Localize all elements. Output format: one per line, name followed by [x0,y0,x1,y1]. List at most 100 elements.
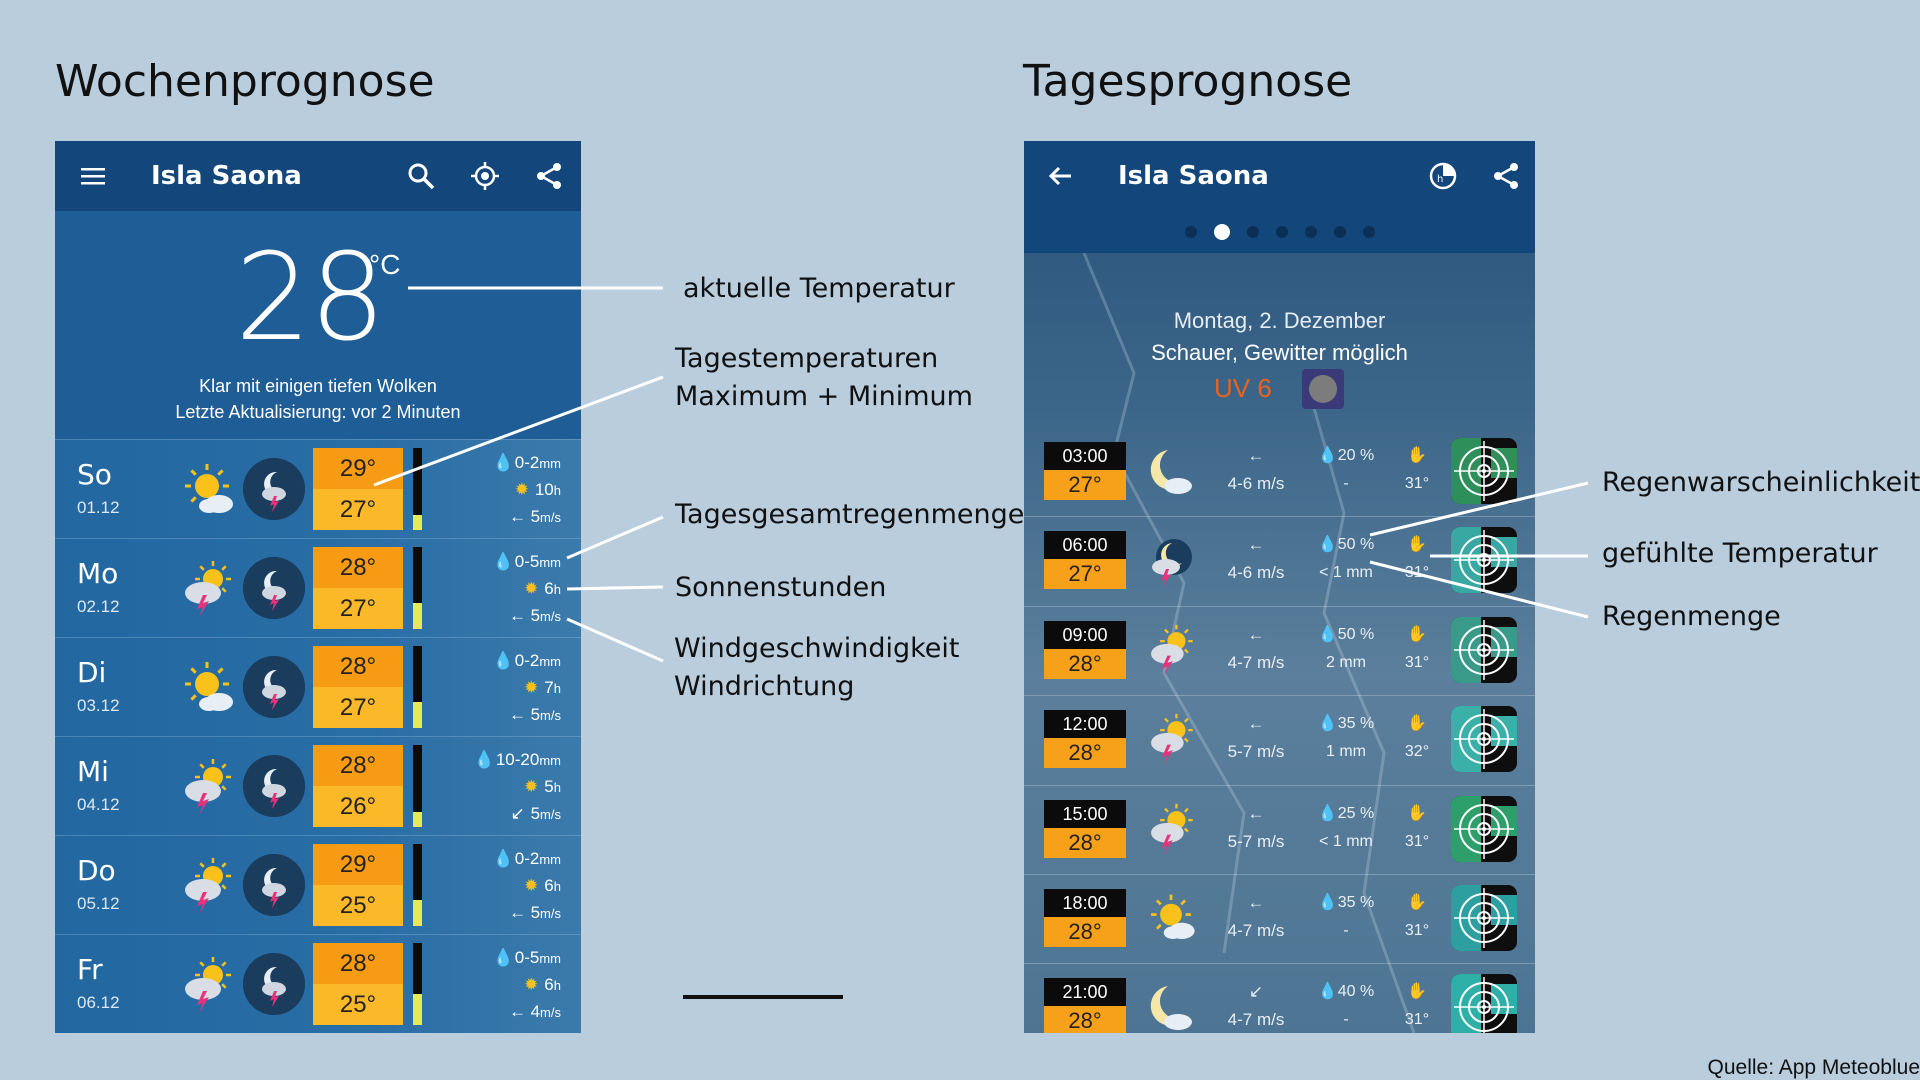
rain-value: 10-20 [495,750,540,769]
radar-icon[interactable] [1451,616,1517,683]
day-stats: 💧0-2mm ✹10h ←5m/s [421,450,561,531]
temperature-box: 29° 27° [313,448,403,530]
hour-temperature: 28° [1044,916,1126,947]
sun-icon: ✹ [524,876,539,895]
day-row[interactable]: So 01.12 29° 27° 💧0-2mm ✹10h ←5m/s [55,439,581,538]
share-icon[interactable] [533,160,565,192]
day-row[interactable]: Di 03.12 28° 27° 💧0-2mm ✹7h ←5m/s [55,637,581,736]
hour-felt-temp: ✋ 31° [1392,800,1442,856]
raindrop-icon: 💧 [492,948,514,967]
page-dot[interactable] [1304,226,1317,238]
page-dot[interactable] [1246,226,1259,238]
sun-hours-value: 6 [544,579,554,598]
page-dot[interactable] [1184,226,1197,238]
day-stats: 💧0-2mm ✹6h ←5m/s [421,846,561,927]
page-dot[interactable] [1362,226,1375,238]
sun-stat: ✹6h [421,576,561,603]
hour-weather-icon [1142,980,1200,1033]
max-temperature: 28° [313,943,403,984]
wind-arrow-icon: ← [1247,535,1265,555]
rain-probability: 💧50 % [1296,531,1396,559]
day-date: 05.12 [77,894,120,913]
hour-time: 09:00 [1044,620,1126,649]
rain-amount: - [1343,475,1349,492]
day-forecast-screen: Isla Saona h Montag, 2. Dezember Schauer… [1024,141,1535,1033]
day-row[interactable]: Do 05.12 29° 25° 💧0-2mm ✹6h ←5m/s [55,835,581,934]
day-name: So [77,458,112,491]
rain-probability: 💧25 % [1296,800,1396,828]
rain-probability-value: 40 % [1337,983,1375,1001]
hour-row[interactable]: 03:00 27° ← 4-6 m/s 💧20 % - ✋ 31° [1024,428,1535,518]
hour-felt-temp: ✋ 31° [1392,889,1442,945]
rain-value: 0-5 [514,948,540,967]
radar-icon[interactable] [1451,438,1517,504]
share-icon[interactable] [1490,160,1522,192]
hour-row[interactable]: 06:00 27° ← 4-6 m/s 💧50 % < 1 mm ✋ 31° [1024,517,1535,607]
meteogram-icon[interactable]: h [1427,160,1459,192]
hour-weather-icon [1142,802,1200,858]
radar-icon[interactable] [1451,884,1517,951]
page-dot[interactable] [1333,226,1346,238]
hour-row[interactable]: 21:00 28° ↙ 4-7 m/s 💧40 % - ✋ 31° [1024,964,1535,1033]
day-row[interactable]: Mo 02.12 28° 27° 💧0-5mm ✹6h ←5m/s [55,538,581,637]
hour-row[interactable]: 18:00 28° ← 4-7 m/s 💧35 % - ✋ 31° [1024,875,1535,965]
menu-icon[interactable] [77,160,109,192]
hour-row[interactable]: 15:00 28° ← 5-7 m/s 💧25 % < 1 mm ✋ 31° [1024,786,1535,875]
hour-wind: ← 4-7 m/s [1216,889,1296,945]
rain-unit: mm [539,654,561,669]
hour-temperature: 28° [1044,738,1126,769]
note-total-rain: Tagesgesamtregenmenge [675,499,1025,530]
rain-unit: mm [539,951,561,966]
locate-icon[interactable] [469,160,501,192]
current-temperature: 28 [235,229,386,368]
day-row[interactable]: Mi 04.12 28° 26° 💧10-20mm ✹5h ↙5m/s [55,736,581,835]
hour-felt-temp: ✋ 31° [1392,621,1442,677]
radar-icon[interactable] [1451,527,1517,594]
rain-probability-value: 25 % [1337,804,1375,822]
min-temperature: 25° [313,984,403,1025]
night-weather-icon [243,953,305,1015]
sun-icon: ✹ [524,579,539,598]
rain-value: 0-2 [514,849,540,868]
day-name: Mo [77,557,119,590]
sun-hours-unit: h [553,978,561,993]
rain-bar [413,844,422,926]
hour-row[interactable]: 12:00 28° ← 5-7 m/s 💧35 % 1 mm ✋ 32° [1024,696,1535,786]
raindrop-icon: 💧 [1317,715,1338,733]
hour-rain: 💧25 % < 1 mm [1296,800,1396,856]
hand-icon: ✋ [1407,893,1427,911]
day-date: 01.12 [77,498,120,517]
back-arrow-icon[interactable] [1044,160,1076,192]
page-dot-active[interactable] [1213,224,1230,240]
rain-probability-value: 35 % [1337,893,1375,911]
wind-unit: m/s [540,510,561,525]
note-wind: Windgeschwindigkeit Windrichtung [674,630,959,706]
rain-amount: < 1 mm [1319,564,1373,582]
search-icon[interactable] [405,160,437,192]
max-temperature: 28° [313,547,403,588]
radar-icon[interactable] [1451,974,1517,1033]
hour-weather-icon [1142,891,1200,947]
wind-value: 4 [530,1002,541,1021]
day-row[interactable]: Fr 06.12 28° 25° 💧0-5mm ✹6h ←4m/s [55,934,581,1033]
radar-icon[interactable] [1451,795,1517,862]
svg-text:h: h [1437,174,1443,185]
sun-stat: ✹7h [421,675,561,702]
hour-time: 06:00 [1044,531,1126,560]
radar-icon[interactable] [1451,706,1517,773]
sun-hours-value: 6 [544,975,554,994]
raindrop-icon: 💧 [492,651,514,670]
day-name: Mi [77,755,109,788]
rain-probability: 💧50 % [1296,621,1396,649]
day-date: 04.12 [77,795,120,814]
min-temperature: 27° [313,588,403,629]
rain-probability: 💧20 % [1296,442,1396,470]
page-dot[interactable] [1275,226,1288,238]
rain-stat: 💧0-5mm [421,945,561,972]
sun-hours-value: 6 [544,876,554,895]
weather-icon [175,955,239,1015]
wind-value: 5 [530,606,541,625]
page-indicator[interactable] [1024,211,1535,253]
hour-row[interactable]: 09:00 28° ← 4-7 m/s 💧50 % 2 mm ✋ 31° [1024,607,1535,697]
line-wind [566,617,664,663]
